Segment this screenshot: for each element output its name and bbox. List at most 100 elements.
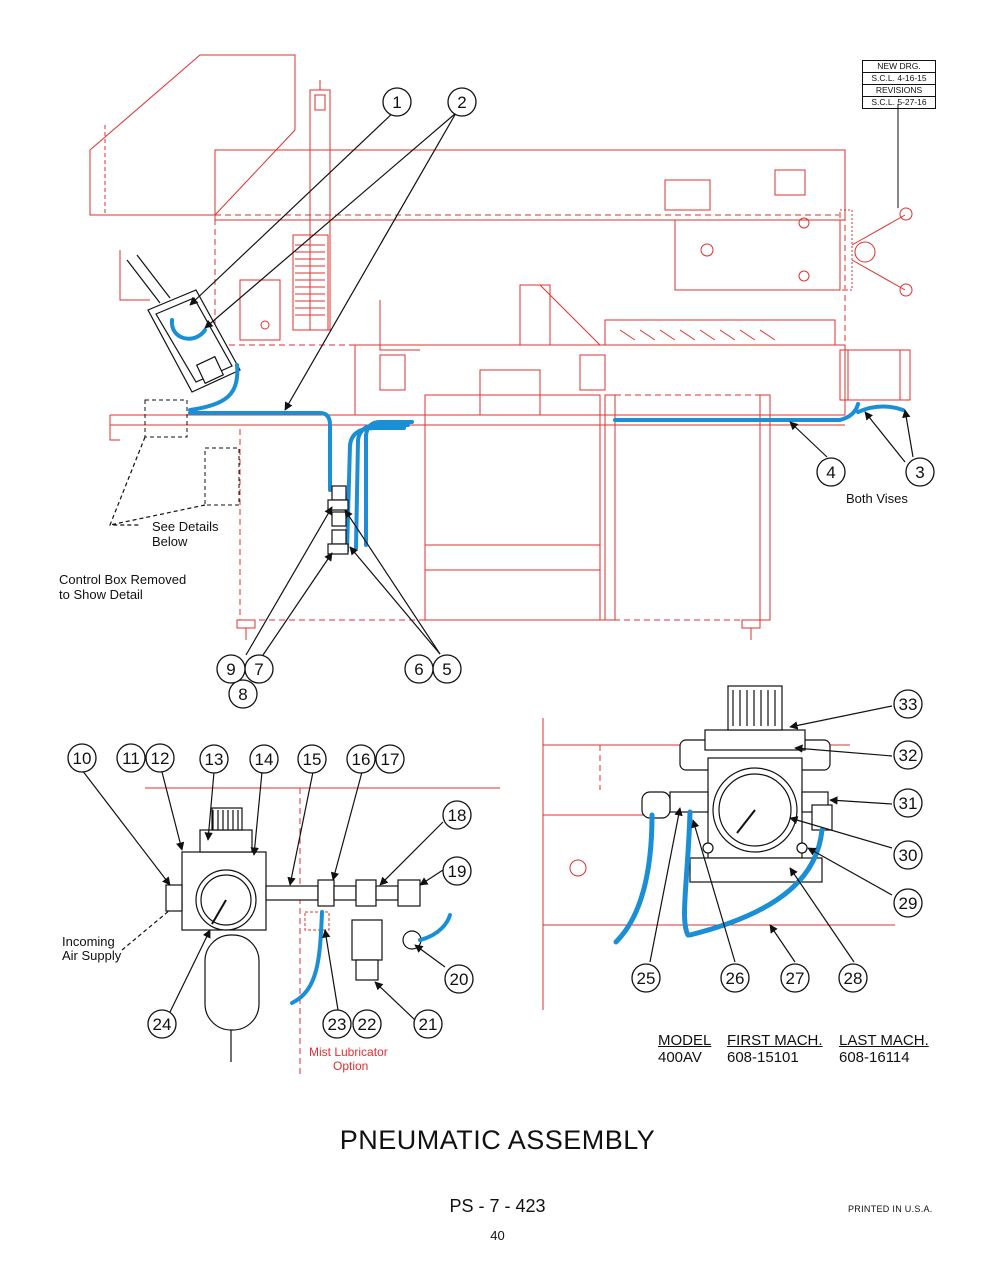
callout-number: 16 (352, 750, 371, 769)
revision-leader (897, 104, 899, 208)
callout-18: 18 (442, 800, 472, 830)
callout-number: 31 (899, 794, 918, 813)
page-title: PNEUMATIC ASSEMBLY (339, 1125, 656, 1155)
callout-25: 25 (631, 963, 661, 993)
first-machine-value: 608-15101 (727, 1049, 799, 1066)
last-machine-header: LAST MACH. (839, 1032, 929, 1049)
callout-circle (67, 743, 97, 773)
callout-number: 5 (442, 660, 451, 679)
callout-number: 17 (381, 750, 400, 769)
callout-number: 8 (238, 685, 247, 704)
callout-26: 26 (720, 963, 750, 993)
control-box-note-line2: to Show Detail (59, 587, 143, 602)
callout-circle (780, 963, 810, 993)
callout-number: 25 (637, 969, 656, 988)
callout-14: 14 (249, 744, 279, 774)
callout-circle (375, 744, 405, 774)
mist-lubricator-note-line2: Option (333, 1059, 369, 1073)
regulator-detail (542, 685, 895, 1010)
callout-20: 20 (444, 964, 474, 994)
callout-circle (893, 788, 923, 818)
head-cylinder (126, 254, 241, 393)
callout-circle (404, 654, 434, 684)
callout-circle (382, 87, 412, 117)
callout-circle (442, 856, 472, 886)
callout-circle (147, 1009, 177, 1039)
callout-1: 1 (382, 87, 412, 117)
leader-lines (81, 109, 914, 1021)
callout-number: 11 (122, 749, 140, 768)
callout-number: 15 (303, 750, 322, 769)
callout-10: 10 (67, 743, 97, 773)
callout-3: 3 (905, 457, 935, 487)
callout-number: 19 (448, 862, 467, 881)
callout-number: 21 (419, 1015, 438, 1034)
callout-circle (816, 457, 846, 487)
callout-circle (249, 744, 279, 774)
callout-29: 29 (893, 888, 923, 918)
control-box-note-line1: Control Box Removed (59, 572, 187, 587)
callout-21: 21 (413, 1009, 443, 1039)
callout-circle (216, 654, 246, 684)
last-machine-value: 608-16114 (839, 1049, 910, 1066)
callout-circle (116, 743, 146, 773)
callout-circle (322, 1009, 352, 1039)
page-number: 40 (490, 1228, 505, 1243)
callout-number: 9 (226, 660, 235, 679)
callout-19: 19 (442, 856, 472, 886)
callout-number: 3 (915, 463, 924, 482)
model-table-header: MODEL FIRST MACH. LAST MACH. (658, 1032, 939, 1049)
callout-15: 15 (297, 744, 327, 774)
callout-circle (413, 1009, 443, 1039)
valve-stack (327, 485, 349, 555)
model-header: MODEL (658, 1032, 712, 1049)
callout-circle (444, 964, 474, 994)
callout-30: 30 (893, 840, 923, 870)
callout-number: 33 (899, 695, 918, 714)
callout-number: 18 (448, 806, 467, 825)
model-value: 400AV (658, 1049, 702, 1066)
callout-number: 2 (457, 93, 466, 112)
callout-33: 33 (893, 689, 923, 719)
callout-13: 13 (199, 744, 229, 774)
callout-number: 28 (844, 969, 863, 988)
incoming-air-note-line2: Air Supply (62, 948, 122, 963)
callout-number: 10 (73, 749, 92, 768)
callout-28: 28 (838, 963, 868, 993)
new-drawing-value: S.C.L. 4-16-15 (862, 72, 936, 84)
callout-24: 24 (147, 1009, 177, 1039)
callout-circle (442, 800, 472, 830)
callout-circle (720, 963, 750, 993)
incoming-air-note-line1: Incoming (62, 934, 115, 949)
callout-circle (145, 743, 175, 773)
callout-number: 1 (392, 93, 401, 112)
callout-number: 12 (151, 749, 170, 768)
callout-31: 31 (893, 788, 923, 818)
page-code: PS - 7 - 423 (449, 1196, 546, 1216)
model-table-row: 400AV 608-15101 608-16114 (658, 1049, 939, 1066)
callout-7: 7 (244, 654, 274, 684)
callout-number: 7 (254, 660, 263, 679)
callout-circle (893, 888, 923, 918)
saw-machine-outline (89, 54, 913, 640)
callout-16: 16 (346, 744, 376, 774)
callout-number: 29 (899, 894, 918, 913)
callout-number: 14 (255, 750, 274, 769)
below-note: Below (152, 534, 188, 549)
callout-circle (352, 1009, 382, 1039)
new-drawing-label: NEW DRG. (862, 60, 936, 72)
callout-number: 22 (358, 1015, 377, 1034)
callout-5: 5 (432, 654, 462, 684)
callout-number: 6 (414, 660, 423, 679)
callout-circle (838, 963, 868, 993)
revisions-value: S.C.L. 5-27-16 (862, 96, 936, 109)
callout-2: 2 (447, 87, 477, 117)
callout-number: 24 (153, 1015, 172, 1034)
callout-number: 23 (328, 1015, 347, 1034)
callout-32: 32 (893, 740, 923, 770)
callout-number: 26 (726, 969, 745, 988)
callout-circle (893, 689, 923, 719)
callout-27: 27 (780, 963, 810, 993)
callout-11: 11 (116, 743, 146, 773)
